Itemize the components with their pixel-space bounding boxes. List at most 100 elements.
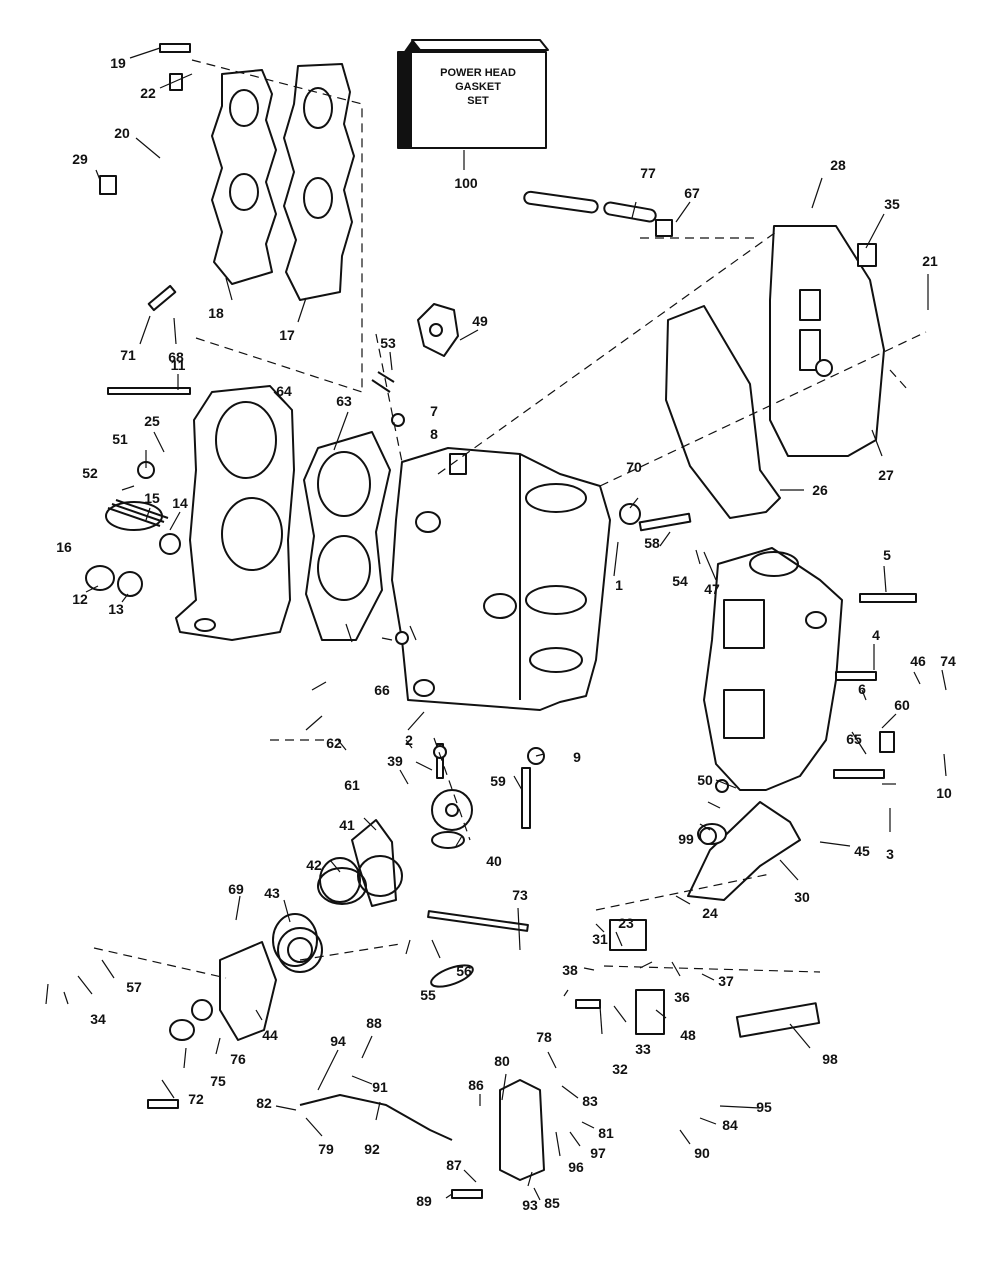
part-label-52: 52: [82, 465, 98, 481]
part-label-17: 17: [279, 327, 295, 343]
part-label-12: 12: [72, 591, 88, 607]
part-label-66: 66: [374, 682, 390, 698]
leader-lines: [45, 47, 947, 1201]
part-label-21: 21: [922, 253, 938, 269]
part-label-90: 90: [694, 1145, 710, 1161]
part-label-86: 86: [468, 1077, 484, 1093]
part-label-10: 10: [936, 785, 952, 801]
part-label-47: 47: [704, 581, 720, 597]
part-label-51: 51: [112, 431, 128, 447]
part-label-43: 43: [264, 885, 280, 901]
part-number-labels: 1 2 3 4 5 6 7 8 9 10 11 12 13 14 15 16 1…: [56, 55, 956, 1213]
part-label-50: 50: [697, 772, 713, 788]
part-label-19: 19: [110, 55, 126, 71]
part-label-83: 83: [582, 1093, 598, 1109]
part-label-45: 45: [854, 843, 870, 859]
part-label-16: 16: [56, 539, 72, 555]
part-label-26: 26: [812, 482, 828, 498]
part-label-87: 87: [446, 1157, 462, 1173]
part-label-44: 44: [262, 1027, 278, 1043]
part-label-36: 36: [674, 989, 690, 1005]
part-label-96: 96: [568, 1159, 584, 1175]
part-label-39: 39: [387, 753, 403, 769]
part-label-79: 79: [318, 1141, 334, 1157]
part-label-69: 69: [228, 881, 244, 897]
power-head-gasket-set-box: POWER HEAD GASKET SET: [397, 39, 549, 149]
part-label-70: 70: [626, 459, 642, 475]
part-label-85: 85: [544, 1195, 560, 1211]
part-label-29: 29: [72, 151, 88, 167]
part-label-61: 61: [344, 777, 360, 793]
part-label-55-right: 55: [420, 987, 436, 1003]
part-label-67: 67: [684, 185, 700, 201]
crankcase: [703, 547, 843, 791]
part-label-42: 42: [306, 857, 322, 873]
part-label-40: 40: [486, 853, 502, 869]
intake-gasket-and-cover: [665, 225, 885, 519]
part-label-41: 41: [339, 817, 355, 833]
part-label-76: 76: [230, 1051, 246, 1067]
throttle-linkage-parts: [169, 801, 821, 1181]
part-label-5-upper: 5: [883, 547, 891, 563]
part-label-15: 15: [144, 490, 160, 506]
exhaust-cover-gaskets: [211, 63, 355, 301]
part-label-98: 98: [822, 1051, 838, 1067]
part-label-13: 13: [108, 601, 124, 617]
part-label-74: 74: [940, 653, 956, 669]
part-label-31: 31: [592, 931, 608, 947]
part-label-63: 63: [336, 393, 352, 409]
part-label-4: 4: [872, 627, 880, 643]
part-label-94: 94: [330, 1033, 346, 1049]
part-label-97: 97: [590, 1145, 606, 1161]
part-label-37: 37: [718, 973, 734, 989]
part-label-3: 3: [886, 846, 894, 862]
part-label-7-upper: 7: [430, 403, 438, 419]
part-label-23: 23: [618, 915, 634, 931]
part-label-58: 58: [644, 535, 660, 551]
part-label-48: 48: [680, 1027, 696, 1043]
part-label-78: 78: [536, 1029, 552, 1045]
part-label-73: 73: [512, 887, 528, 903]
gasket-box-line1: POWER HEAD: [440, 67, 516, 79]
fasteners: [85, 43, 917, 1199]
part-label-18: 18: [208, 305, 224, 321]
part-label-93: 93: [522, 1197, 538, 1213]
part-label-68: 68: [168, 349, 184, 365]
part-label-91: 91: [372, 1079, 388, 1095]
part-label-72: 72: [188, 1091, 204, 1107]
part-label-95: 95: [756, 1099, 772, 1115]
exhaust-cover: [175, 385, 295, 641]
part-label-35: 35: [884, 196, 900, 212]
part-label-32: 32: [612, 1061, 628, 1077]
part-label-80: 80: [494, 1053, 510, 1069]
part-label-89: 89: [416, 1193, 432, 1209]
part-label-2: 2: [405, 732, 413, 748]
part-label-27: 27: [878, 467, 894, 483]
part-label-20: 20: [114, 125, 130, 141]
part-label-8-upper: 8: [430, 426, 438, 442]
cylinder-head-gasket: [303, 431, 391, 641]
part-label-84: 84: [722, 1117, 738, 1133]
part-label-25: 25: [144, 413, 160, 429]
part-label-88: 88: [366, 1015, 382, 1031]
part-label-24: 24: [702, 905, 718, 921]
part-label-49: 49: [472, 313, 488, 329]
part-label-9: 9: [573, 749, 581, 765]
cylinder-block: [391, 447, 611, 711]
part-label-38: 38: [562, 962, 578, 978]
part-label-65-right: 65: [846, 731, 862, 747]
dashed-reference-lines: [93, 59, 927, 979]
part-label-33: 33: [635, 1041, 651, 1057]
part-label-28: 28: [830, 157, 846, 173]
part-label-82: 82: [256, 1095, 272, 1111]
bypass-hose: [523, 190, 673, 237]
part-label-100: 100: [454, 175, 478, 191]
part-label-56-right: 56: [456, 963, 472, 979]
part-label-57: 57: [126, 979, 142, 995]
part-label-54: 54: [672, 573, 688, 589]
part-label-77: 77: [640, 165, 656, 181]
part-label-30: 30: [794, 889, 810, 905]
part-label-22: 22: [140, 85, 156, 101]
